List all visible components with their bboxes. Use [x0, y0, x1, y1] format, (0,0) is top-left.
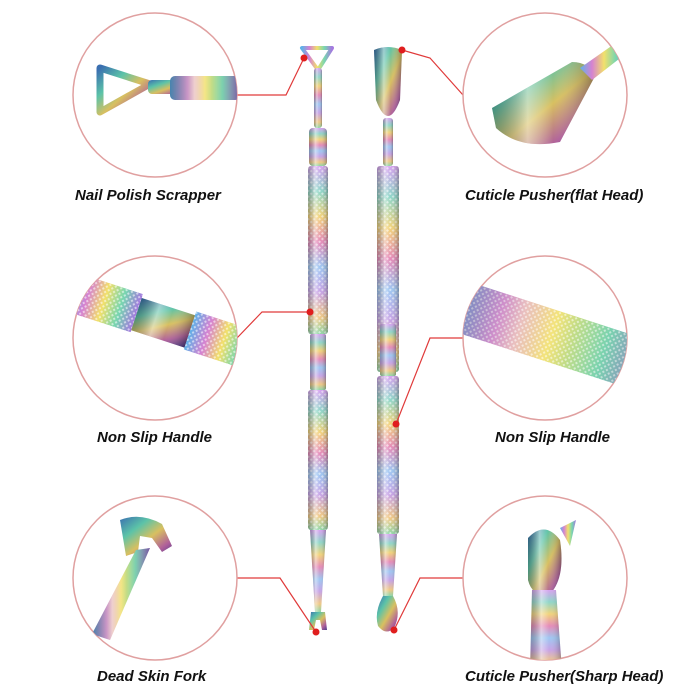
- callout-line-middle-right: [395, 337, 463, 425]
- callout-dot-top-left: [300, 54, 308, 62]
- detail-circle-flat-head: [462, 12, 628, 178]
- detail-circle-handle-left: [72, 255, 238, 421]
- callout-line-middle-left: [236, 311, 310, 339]
- detail-circle-scraper: [72, 12, 238, 178]
- callouts: [236, 49, 464, 633]
- label-dead-skin-fork: Dead Skin Fork: [97, 668, 207, 685]
- detail-circle-fork: [72, 495, 238, 661]
- callout-dot-middle-left: [306, 308, 314, 316]
- callout-dot-middle-right: [392, 420, 400, 428]
- callout-line-bottom-left: [237, 577, 317, 633]
- label-cuticle-pusher-flat-head: Cuticle Pusher(flat Head): [465, 187, 644, 204]
- right-tool: [374, 47, 402, 632]
- callout-line-bottom-right: [393, 577, 463, 631]
- detail-circle-sharp-head: [462, 495, 628, 661]
- label-cuticle-pusher-sharp-head: Cuticle Pusher(Sharp Head): [465, 668, 664, 685]
- left-tool-scraper-head: [300, 46, 334, 72]
- left-tool: [300, 46, 334, 630]
- label-non-slip-handle-right: Non Slip Handle: [495, 429, 611, 446]
- right-tool-sharp-tip: [376, 596, 398, 632]
- left-tool-fork-tip: [309, 612, 327, 630]
- callout-dot-bottom-right: [390, 626, 398, 634]
- label-non-slip-handle-left: Non Slip Handle: [97, 429, 213, 446]
- label-nail-polish-scrapper: Nail Polish Scrapper: [75, 187, 221, 204]
- callout-line-top-right: [401, 49, 464, 96]
- detail-circle-handle-right: [462, 255, 628, 421]
- callout-dots: [300, 46, 406, 636]
- callout-line-top-left: [237, 57, 305, 96]
- callout-dot-bottom-left: [312, 628, 320, 636]
- callout-dot-top-right: [398, 46, 406, 54]
